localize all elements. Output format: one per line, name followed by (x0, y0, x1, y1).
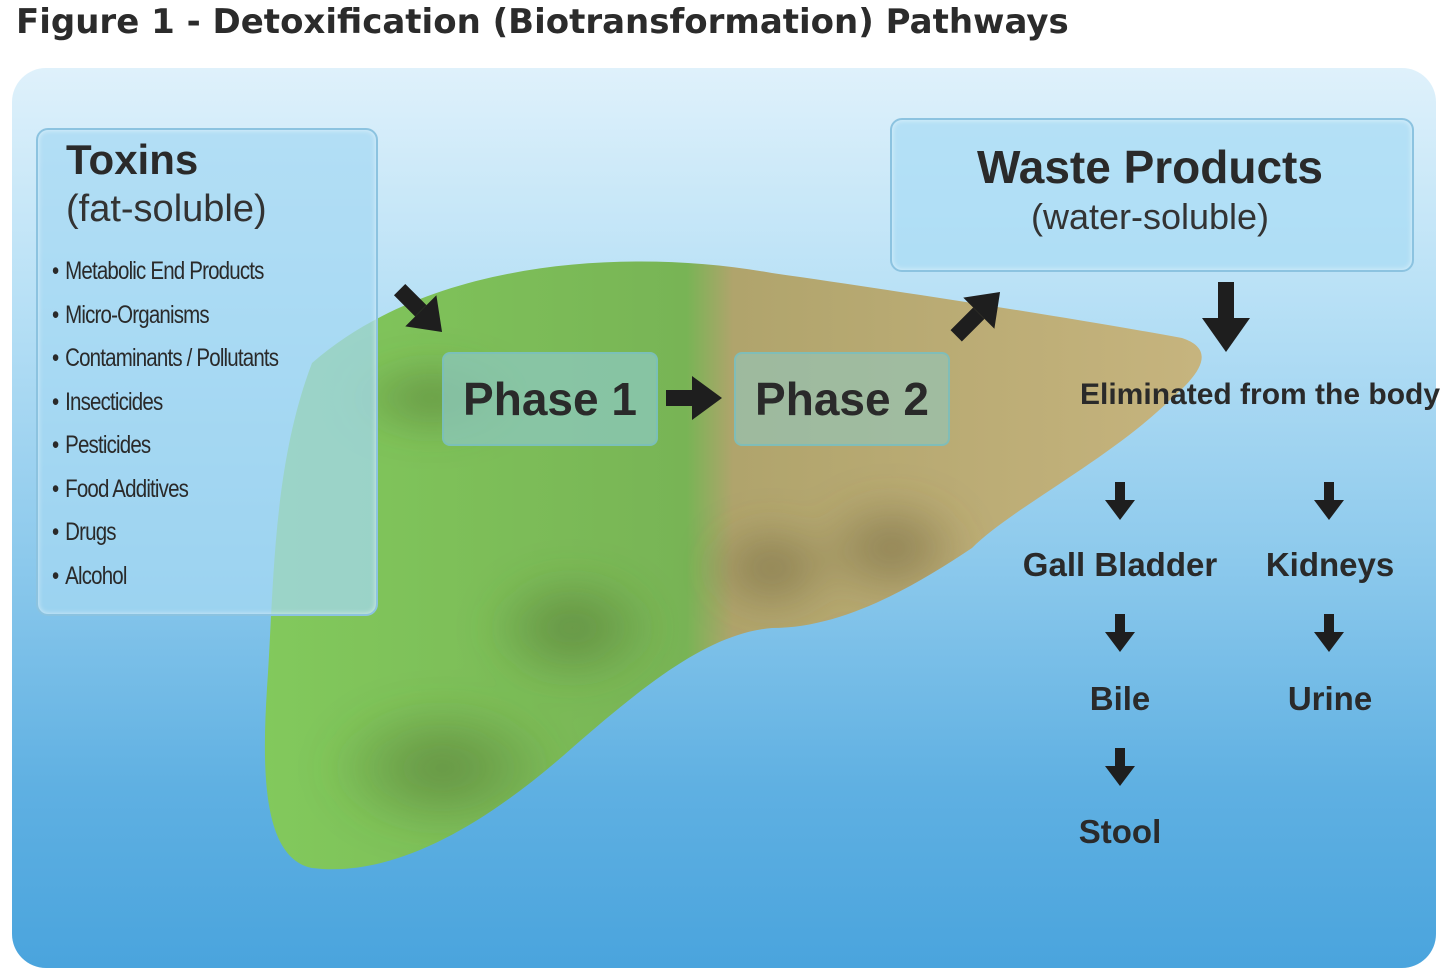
toxin-item: •Food Additives (52, 468, 278, 512)
bile-label: Bile (1089, 680, 1151, 717)
toxin-item-label: Micro-Organisms (65, 300, 210, 329)
bullet-icon: • (52, 474, 59, 503)
kidneys-label: Kidneys (1265, 546, 1395, 583)
toxins-box (36, 128, 378, 616)
bullet-icon: • (52, 344, 59, 372)
bullet-icon: • (52, 257, 59, 285)
phase-1-box: Phase 1 (442, 352, 658, 446)
bullet-icon: • (52, 518, 59, 546)
bullet-icon: • (52, 561, 59, 590)
toxin-item-label: Alcohol (65, 561, 127, 590)
toxin-item-label: Contaminants / Pollutants (65, 344, 279, 372)
toxin-item: •Contaminants / Pollutants (52, 337, 279, 381)
toxin-item: •Insecticides (52, 381, 278, 425)
waste-products-title: Waste Products (977, 141, 1323, 193)
toxin-item-label: Insecticides (65, 387, 163, 416)
elimination-heading-text: Eliminated from the body via: (1080, 378, 1440, 411)
toxins-title: Toxins (66, 136, 199, 183)
toxin-item-label: Drugs (65, 518, 116, 546)
toxin-item: •Drugs (52, 511, 278, 555)
toxin-item: •Micro-Organisms (52, 294, 278, 338)
waste-products-box (890, 118, 1414, 272)
stool-label: Stool (1078, 813, 1162, 850)
bullet-icon: • (52, 431, 59, 459)
urine-label: Urine (1287, 680, 1373, 717)
toxin-item: •Alcohol (52, 555, 278, 599)
toxin-item-label: Pesticides (65, 431, 151, 459)
toxin-item: •Metabolic End Products (52, 250, 278, 294)
bullet-icon: • (52, 387, 59, 416)
toxins-subtitle: (fat-soluble) (66, 188, 267, 230)
toxin-item: •Pesticides (52, 424, 278, 468)
toxin-list: •Metabolic End Products •Micro-Organisms… (52, 250, 328, 598)
bullet-icon: • (52, 300, 59, 329)
waste-products-subtitle: (water-soluble) (1030, 196, 1270, 237)
gall-bladder-label: Gall Bladder (1022, 546, 1218, 583)
toxin-item-label: Metabolic End Products (65, 257, 264, 285)
figure-title: Figure 1 - Detoxification (Biotransforma… (16, 2, 1069, 42)
elimination-heading: Eliminated from the body via: (1080, 376, 1440, 414)
toxin-item-label: Food Additives (65, 474, 189, 503)
phase-2-box: Phase 2 (734, 352, 950, 446)
